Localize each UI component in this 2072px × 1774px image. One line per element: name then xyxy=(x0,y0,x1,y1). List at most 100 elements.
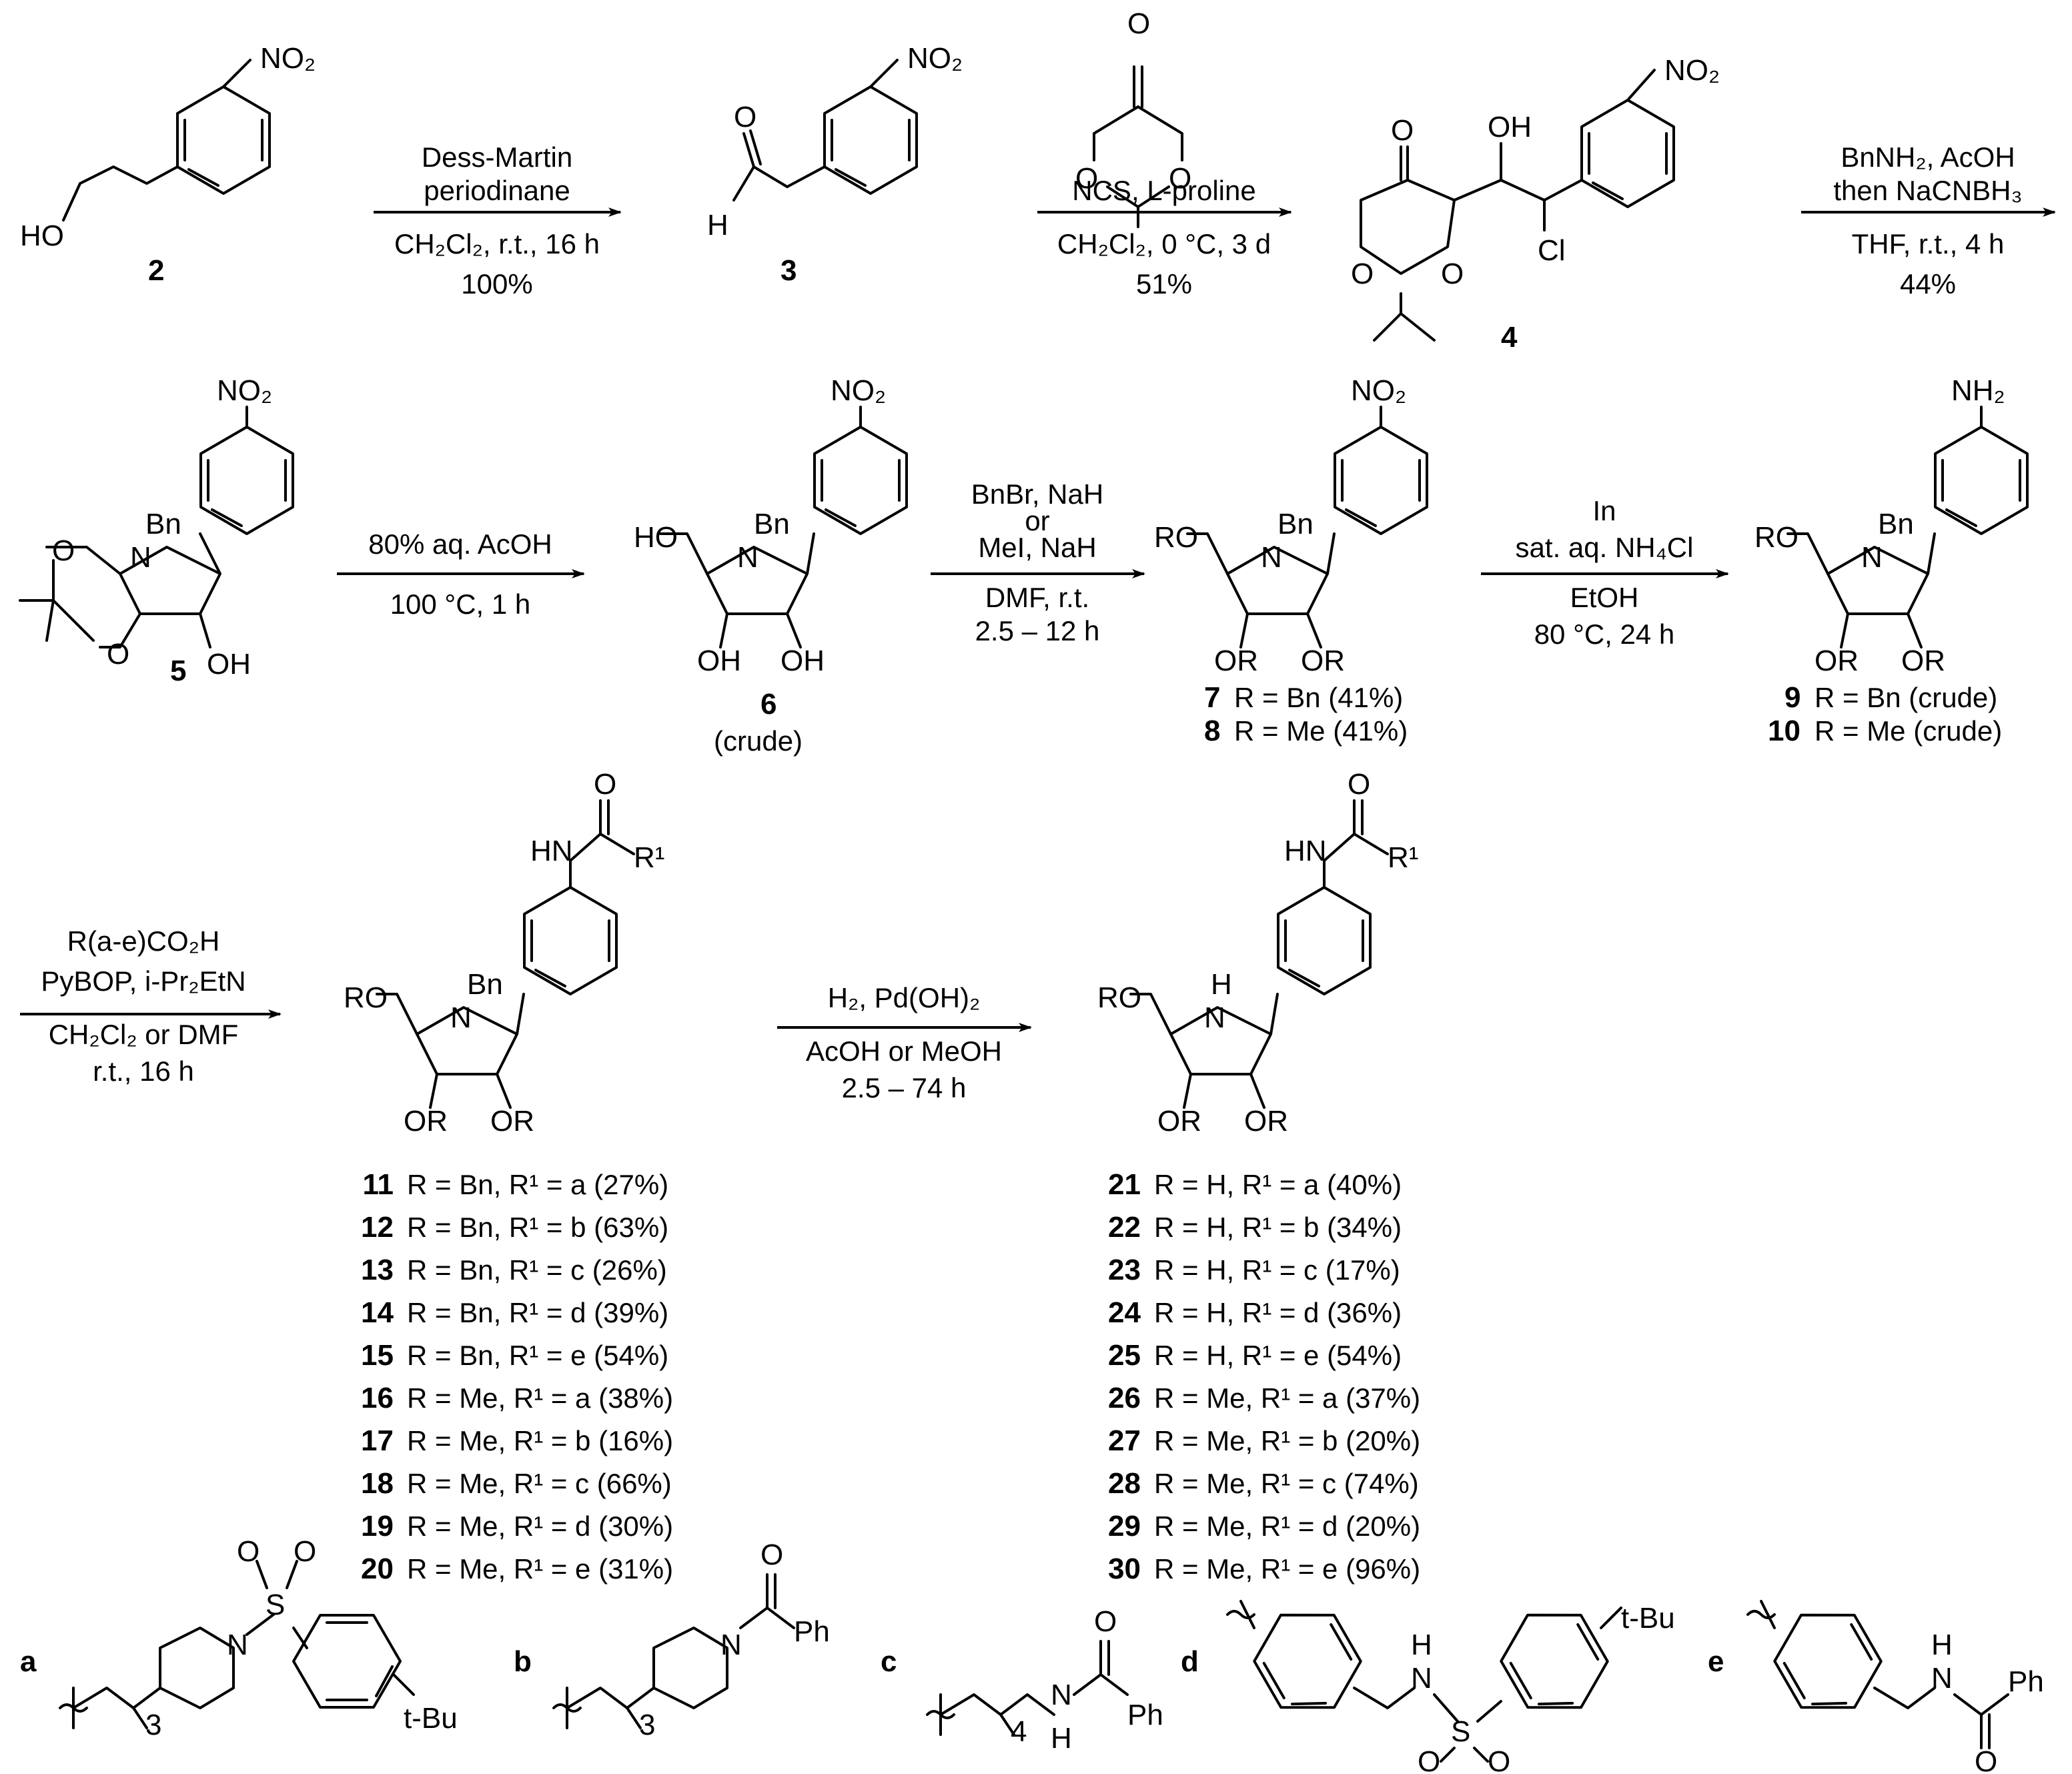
amide-h-label: H xyxy=(1931,1629,1953,1661)
compound-number-9: 9 xyxy=(1784,681,1800,714)
compound-6-note: (crude) xyxy=(714,725,803,757)
ro-label: RO xyxy=(1097,981,1141,1014)
step3-reagent-line2: then NaCNBH₃ xyxy=(1833,175,2022,206)
nitrogen-label: N xyxy=(737,541,758,574)
step5-reagent-line1: BnBr, NaH xyxy=(971,478,1103,510)
sulfonyl-o-right: O xyxy=(294,1535,316,1568)
compound-row-description: R = Me, R¹ = e (96%) xyxy=(1154,1553,1420,1585)
ring-oxygen-right: O xyxy=(1169,162,1191,195)
or-label-c4: OR xyxy=(1301,644,1345,677)
ring-oxygen-left: O xyxy=(1351,258,1374,290)
ro-label: RO xyxy=(1154,521,1198,554)
amide-n-label: N xyxy=(1931,1662,1953,1695)
amide-oxygen-label: O xyxy=(594,768,616,801)
reaction-step-2: O O O NCS, L-proline CH₂Cl₂, 0 °C, 3 d 5… xyxy=(1037,7,1292,300)
acetonide-oxygen-2: O xyxy=(107,638,129,671)
step8-time: 2.5 – 74 h xyxy=(842,1072,967,1103)
no2-label: NO₂ xyxy=(1664,54,1720,87)
compound-row-description: R = Me, R¹ = b (20%) xyxy=(1154,1425,1420,1456)
sulfonyl-s: S xyxy=(266,1589,285,1621)
ro-label: RO xyxy=(344,981,388,1014)
amide-h-label: H xyxy=(1051,1722,1072,1755)
substituent-d: d N H S O O t-Bu xyxy=(1181,1591,1675,1774)
compound-row-number: 15 xyxy=(361,1339,394,1372)
piperidine-nitrogen: N xyxy=(720,1629,742,1661)
compound-4: NO₂ OH Cl O O O 4 xyxy=(1351,54,1720,354)
compound-row-number: 22 xyxy=(1108,1211,1141,1244)
compound-row-number: 24 xyxy=(1108,1296,1141,1329)
compound-row-description: R = Bn, R¹ = b (63%) xyxy=(407,1212,668,1243)
step2-reagents: NCS, L-proline xyxy=(1072,175,1255,206)
compound-row-description: R = Bn, R¹ = d (39%) xyxy=(407,1297,668,1328)
compound-5: NO₂ Bn N OH O O 5 xyxy=(19,374,294,687)
reaction-step-8: H₂, Pd(OH)₂ AcOH or MeOH 2.5 – 74 h xyxy=(777,982,1032,1103)
step7-reagent-line2: PyBOP, i-Pr₂EtN xyxy=(41,965,245,997)
compound-row-number: 28 xyxy=(1108,1467,1141,1500)
step6-reagent-line1: In xyxy=(1592,495,1616,526)
phenyl-label: Ph xyxy=(794,1615,830,1648)
compound-row-number: 18 xyxy=(361,1467,394,1500)
compound-11-20: O HN R¹ RO Bn N OR OR xyxy=(344,768,664,1138)
r1-label: R¹ xyxy=(634,841,664,874)
or-label-c3: OR xyxy=(404,1105,448,1138)
compound-row-number: 20 xyxy=(361,1553,394,1585)
compound-number-5: 5 xyxy=(170,654,186,687)
step7-conditions: r.t., 16 h xyxy=(93,1055,194,1087)
bn-label: Bn xyxy=(1277,508,1314,540)
amide-oxygen-label: O xyxy=(1348,768,1370,801)
reaction-step-7: R(a-e)CO₂H PyBOP, i-Pr₂EtN CH₂Cl₂ or DMF… xyxy=(20,925,282,1087)
substituent-b-repeat: 3 xyxy=(639,1709,655,1741)
no2-label: NO₂ xyxy=(831,374,886,407)
bn-label: Bn xyxy=(467,968,503,1001)
or-label-c4: OR xyxy=(490,1105,534,1138)
amide-n-label: N xyxy=(1051,1679,1072,1711)
piperidine-nitrogen: N xyxy=(227,1629,248,1661)
acetonide-oxygen-1: O xyxy=(52,534,75,567)
compound-row-description: R = H, R¹ = c (17%) xyxy=(1154,1254,1400,1286)
aldehyde-oxygen-label: O xyxy=(734,101,756,133)
ring-oxygen-left: O xyxy=(1075,162,1098,195)
substituent-b: b 3 N O Ph xyxy=(514,1538,830,1741)
compound-row-number: 14 xyxy=(361,1296,394,1329)
hydroxyl-label: OH xyxy=(1488,111,1532,143)
compound-number-3: 3 xyxy=(781,254,797,287)
compound-row-description: R = H, R¹ = e (54%) xyxy=(1154,1340,1402,1371)
compound-row-description: R = Me, R¹ = a (38%) xyxy=(407,1382,673,1414)
compound-row-number: 30 xyxy=(1108,1553,1141,1585)
compound-number-10: 10 xyxy=(1768,715,1800,747)
compound-row-description: R = Bn, R¹ = e (54%) xyxy=(407,1340,668,1371)
substituent-c-letter: c xyxy=(881,1645,897,1678)
no2-label: NO₂ xyxy=(260,42,316,75)
compound-2: NO₂ HO 2 xyxy=(20,42,316,287)
compound-row-number: 25 xyxy=(1108,1339,1141,1372)
dioxanone-reagent: O O O xyxy=(1075,7,1191,228)
hydroxyl-label-primary: HO xyxy=(634,521,678,554)
sulfonyl-o-right: O xyxy=(1488,1745,1510,1774)
nitrogen-label: N xyxy=(1204,1001,1225,1034)
compound-number-7: 7 xyxy=(1204,681,1220,714)
ketone-oxygen-label: O xyxy=(1391,114,1414,147)
compound-row-number: 27 xyxy=(1108,1424,1141,1457)
step3-yield: 44% xyxy=(1900,268,1956,300)
step6-solvent: EtOH xyxy=(1570,582,1639,613)
step2-yield: 51% xyxy=(1136,268,1192,300)
benzoyl-oxygen: O xyxy=(760,1538,783,1571)
compound-row-number: 11 xyxy=(362,1168,394,1201)
nitrogen-label: N xyxy=(1861,541,1883,574)
sulfonamide-nh-n: N xyxy=(1411,1662,1432,1695)
nitrogen-label: N xyxy=(1261,541,1282,574)
compound-number-4: 4 xyxy=(1501,321,1518,354)
substituent-c-repeat: 4 xyxy=(1011,1715,1027,1748)
bn-label: Bn xyxy=(145,508,181,540)
compound-7-8: NO₂ RO Bn N OR OR 7 R = Bn (41%) 8 R = M… xyxy=(1154,374,1428,747)
compound-row-description: R = Me, R¹ = c (66%) xyxy=(407,1468,672,1499)
hydroxyl-label: HO xyxy=(20,219,64,252)
amide-nh-label: HN xyxy=(1284,835,1327,867)
compound-row-description: R = H, R¹ = d (36%) xyxy=(1154,1297,1402,1328)
step5-time: 2.5 – 12 h xyxy=(975,615,1100,646)
compound-number-2: 2 xyxy=(148,254,164,287)
amide-oxygen: O xyxy=(1975,1745,1997,1774)
